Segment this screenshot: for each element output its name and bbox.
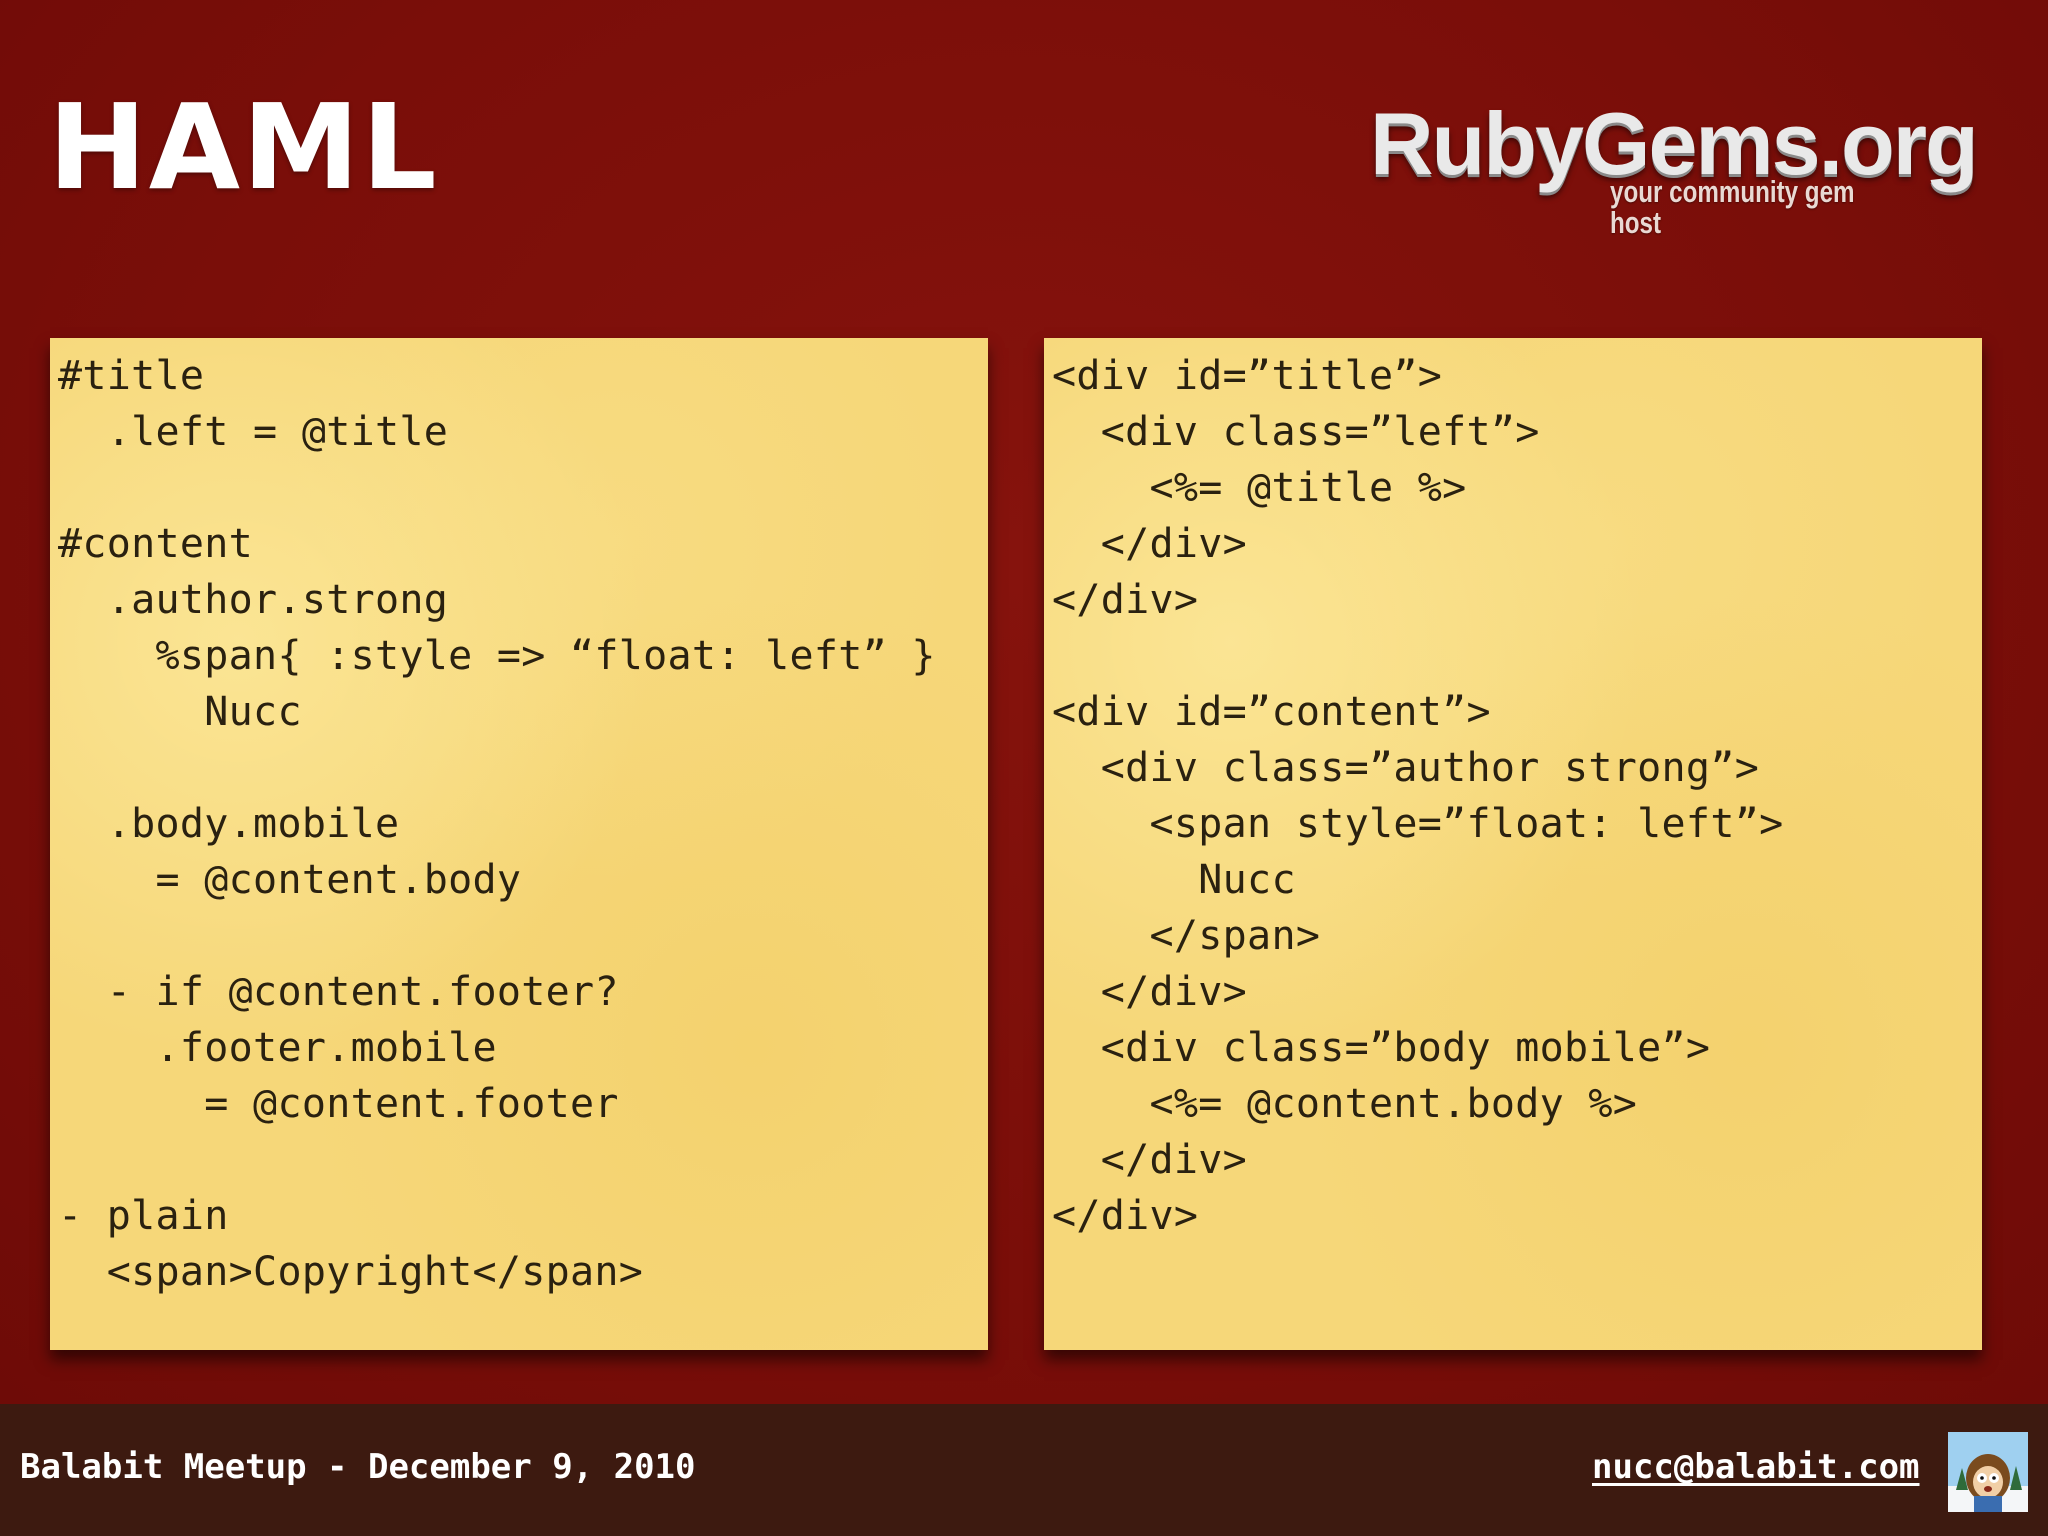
code-line: .author.strong (58, 577, 449, 623)
code-line: <span style=”float: left”> (1052, 801, 1784, 847)
code-line: </div> (1052, 521, 1248, 567)
code-line: </div> (1052, 577, 1199, 623)
code-line: .footer.mobile (58, 1025, 497, 1071)
code-line: .body.mobile (58, 801, 400, 847)
slide-title: HAML (48, 78, 439, 216)
code-line (58, 1132, 936, 1188)
code-line: .left = @title (58, 409, 449, 455)
code-line: - if @content.footer? (58, 969, 619, 1015)
code-line (58, 908, 936, 964)
code-line: - plain (58, 1193, 229, 1239)
haml-code-panel: #title .left = @title #content .author.st… (50, 338, 988, 1350)
code-line: = @content.body (58, 857, 522, 903)
html-code-panel: <div id=”title”> <div class=”left”> <%= … (1044, 338, 1982, 1350)
code-line: </span> (1052, 913, 1321, 959)
code-line: <div id=”content”> (1052, 689, 1491, 735)
code-line: <div class=”body mobile”> (1052, 1025, 1711, 1071)
code-line: #title (58, 353, 205, 399)
code-line (58, 740, 936, 796)
code-line: </div> (1052, 1193, 1199, 1239)
code-line: Nucc (1052, 857, 1296, 903)
code-line: %span{ :style => “float: left” } (58, 633, 936, 679)
slide-footer (0, 1404, 2048, 1536)
cartoon-avatar-icon (1948, 1432, 2028, 1512)
footer-event-text: Balabit Meetup - December 9, 2010 (20, 1447, 696, 1487)
logo-name: RubyGems.org (1370, 94, 1979, 193)
code-line: <div id=”title”> (1052, 353, 1443, 399)
code-line: <div class=”author strong”> (1052, 745, 1760, 791)
html-code-block: <div id=”title”> <div class=”left”> <%= … (1052, 348, 1783, 1244)
code-line: = @content.footer (58, 1081, 619, 1127)
code-line: <%= @title %> (1052, 465, 1467, 511)
logo-tagline: your community gem host (1610, 174, 1855, 240)
haml-code-block: #title .left = @title #content .author.st… (58, 348, 936, 1300)
code-line: <span>Copyright</span> (58, 1249, 644, 1295)
code-line: </div> (1052, 1137, 1248, 1183)
code-line (58, 460, 936, 516)
footer-email-link[interactable]: nucc@balabit.com (1592, 1447, 1920, 1487)
code-line: <div class=”left”> (1052, 409, 1540, 455)
code-line: <%= @content.body %> (1052, 1081, 1638, 1127)
code-line (1052, 628, 1783, 684)
rubygems-logo: RubyGems.org your community gem host (1370, 100, 1979, 239)
code-line: </div> (1052, 969, 1248, 1015)
code-line: Nucc (58, 689, 302, 735)
code-line: #content (58, 521, 254, 567)
